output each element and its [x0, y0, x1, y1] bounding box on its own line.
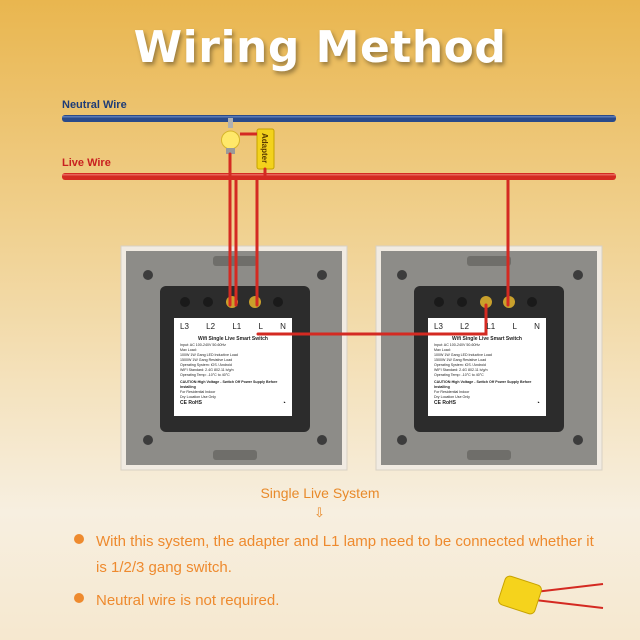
adapter-label: Adapter — [260, 133, 269, 163]
bullet-text: Neutral wire is not required. — [96, 592, 280, 609]
note-line: Dry Location Use Only — [180, 395, 216, 399]
wifi-icon: ◔ — [535, 400, 540, 407]
terminal-label: L2 — [206, 322, 216, 331]
arrow-down-icon: ⇩ — [314, 505, 325, 520]
caution-text: CAUTION:High Voltage - Switch Off Power … — [434, 380, 532, 389]
certification-marks: CE RoHS — [434, 400, 456, 406]
spec-line: Operating System: iOS / Android — [434, 363, 486, 367]
switch-1-label: L3 L2 L1 L N Wifi Single Live Smart Swit… — [174, 318, 292, 416]
spec-line: Input: AC 100-240V 50-60Hz — [180, 343, 226, 347]
neutral-wire-label: Neutral Wire — [62, 99, 127, 111]
spec-line: 1500W 1W Gang Resistive Load — [434, 358, 487, 362]
bullet-item: Neutral wire is not required. — [74, 588, 596, 614]
wifi-icon: ◔ — [281, 400, 286, 407]
switch-panel-2 — [375, 245, 603, 471]
note-line: For Residential Indoor — [180, 390, 216, 394]
caution-text: CAUTION:High Voltage - Switch Off Power … — [180, 380, 278, 389]
spec-line: Operating System: iOS / Android — [180, 363, 232, 367]
spec-line: 100W 1W Gang LED Inductive Load — [180, 353, 238, 357]
terminal-label: N — [280, 322, 286, 331]
product-name: Wifi Single Live Smart Switch — [198, 336, 268, 342]
terminal-label: L3 — [180, 322, 189, 331]
bullet-text: With this system, the adapter and L1 lam… — [96, 533, 594, 576]
spec-line: WIFI Standard: 2.4G 802.11 b/g/n — [180, 368, 234, 372]
terminal-label: L1 — [486, 322, 496, 331]
bullet-item: With this system, the adapter and L1 lam… — [74, 529, 596, 581]
live-wire-label: Live Wire — [62, 157, 111, 169]
terminal-label: L — [512, 322, 517, 331]
terminal-label: L2 — [460, 322, 470, 331]
bullet-dot-icon — [74, 593, 84, 603]
spec-line: Max Load: — [180, 348, 197, 352]
spec-line: Operating Temp: -10°C to 40°C — [180, 373, 230, 377]
terminal-label: L1 — [232, 322, 242, 331]
certification-marks: CE RoHS — [180, 400, 202, 406]
product-name: Wifi Single Live Smart Switch — [452, 336, 522, 342]
spec-line: Max Load: — [434, 348, 451, 352]
connection-wires — [228, 152, 510, 336]
switch-2-label: L3 L2 L1 L N Wifi Single Live Smart Swit… — [428, 318, 546, 416]
switch-panel-1 — [120, 245, 348, 471]
system-caption: Single Live System — [260, 485, 380, 501]
capacitor-adapter-icon — [498, 575, 604, 615]
terminal-label: N — [534, 322, 540, 331]
terminal-label: L3 — [434, 322, 443, 331]
spec-line: 100W 1W Gang LED Inductive Load — [434, 353, 492, 357]
bullet-dot-icon — [74, 534, 84, 544]
adapter-component: Adapter — [256, 128, 275, 170]
note-line: For Residential Indoor — [434, 390, 470, 394]
page-title: Wiring Method — [133, 22, 507, 73]
lamp-icon — [221, 118, 240, 154]
note-line: Dry Location Use Only — [434, 395, 470, 399]
terminal-label: L — [258, 322, 263, 331]
spec-line: Operating Temp: -10°C to 40°C — [434, 373, 484, 377]
spec-line: 1500W 1W Gang Resistive Load — [180, 358, 233, 362]
spec-line: WIFI Standard: 2.4G 802.11 b/g/n — [434, 368, 488, 372]
spec-line: Input: AC 100-240V 50-60Hz — [434, 343, 480, 347]
